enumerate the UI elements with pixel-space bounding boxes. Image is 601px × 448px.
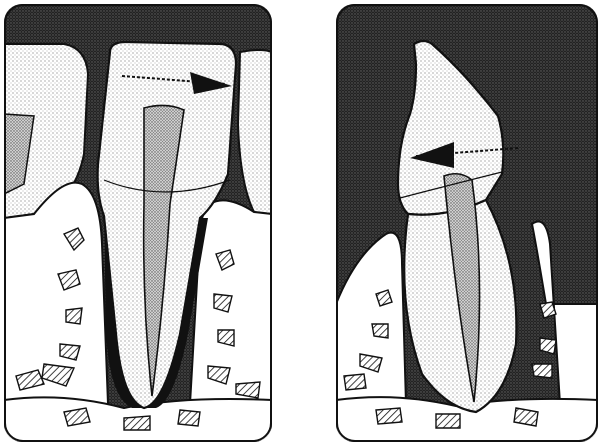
left-panel [4,4,272,442]
tooth-socket-illustration [4,4,272,442]
displaced-tooth-illustration [336,4,598,442]
right-panel [336,4,598,442]
